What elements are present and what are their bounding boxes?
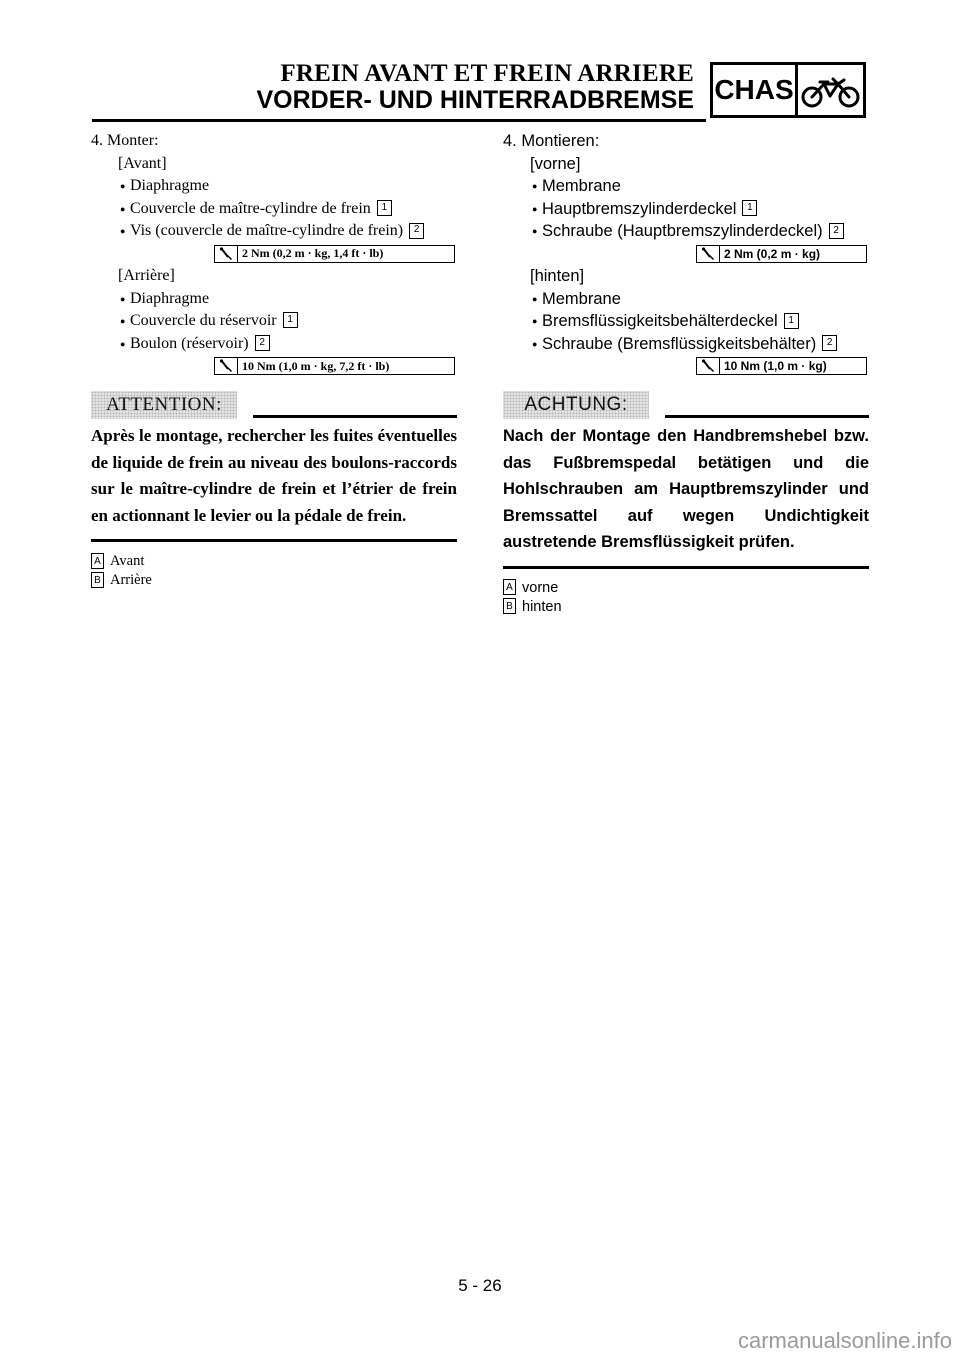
watermark: carmanualsonline.info: [737, 1328, 952, 1353]
list-item: Vis (couvercle de maître-cylindre de fre…: [91, 220, 457, 243]
warning-label: ATTENTION:: [91, 391, 237, 420]
warning-text: Après le montage, rechercher les fuites …: [91, 426, 457, 525]
wrench-icon: [697, 245, 720, 262]
section-label: CHAS: [713, 65, 798, 115]
list-item: Membrane: [503, 288, 869, 311]
callout-number: 2: [822, 335, 838, 352]
callout-number: 2: [409, 222, 425, 239]
warning-end-rule: [91, 539, 457, 543]
column-german: 4. Montieren: [vorne] Membrane Hauptbrem…: [503, 130, 869, 617]
torque-value: 2 Nm (0,2 m · kg): [724, 246, 821, 261]
callout-number: 2: [828, 223, 844, 240]
step-title: 4. Montieren:: [503, 132, 600, 150]
warning-header: ATTENTION:: [91, 383, 457, 421]
header-title-fr: FREIN AVANT ET FREIN ARRIERE: [280, 60, 694, 87]
callout-number: 1: [783, 312, 799, 329]
list-item: Diaphragme: [91, 288, 457, 311]
rear-label: [hinten]: [530, 266, 585, 285]
page-number: 5 - 26: [458, 1276, 502, 1295]
torque-spec: 10 Nm (1,0 m · kg, 7,2 ft · lb): [214, 357, 455, 376]
warning-label: ACHTUNG:: [503, 391, 649, 420]
torque-value: 2 Nm (0,2 m · kg, 1,4 ft · lb): [242, 246, 384, 261]
callout-number: 1: [282, 312, 298, 329]
torque-value: 10 Nm (1,0 m · kg, 7,2 ft · lb): [242, 358, 390, 373]
wrench-icon: [215, 245, 238, 262]
list-item: Schraube (Hauptbremszylinderdeckel)2: [503, 220, 869, 243]
warning-header: ACHTUNG:: [503, 383, 869, 421]
torque-spec: 2 Nm (0,2 m · kg): [696, 244, 867, 263]
torque-value: 10 Nm (1,0 m · kg): [724, 359, 827, 374]
header-title-de: VORDER- UND HINTERRADBREMSE: [256, 86, 694, 114]
warning-text: Nach der Montage den Handbremshebel bzw.…: [503, 427, 869, 552]
list-item: Schraube (Bremsflüssigkeitsbehälter)2: [503, 333, 869, 356]
callout-number: 1: [376, 200, 392, 217]
rear-label: [Arrière]: [118, 266, 175, 284]
callout-number: 1: [742, 200, 758, 217]
motorcycle-icon: [798, 65, 863, 115]
front-label: [Avant]: [118, 154, 167, 172]
step-title: 4. Monter:: [91, 132, 159, 149]
section-badge: CHAS: [710, 62, 866, 118]
list-item: Diaphragme: [91, 175, 457, 198]
torque-spec: 2 Nm (0,2 m · kg, 1,4 ft · lb): [214, 244, 455, 263]
warning-rule: [253, 415, 457, 419]
torque-spec: 10 Nm (1,0 m · kg): [696, 357, 867, 376]
list-item: Membrane: [503, 175, 869, 198]
front-label: [vorne]: [530, 154, 581, 173]
callout-number: 2: [254, 335, 270, 352]
warning-end-rule: [503, 565, 869, 569]
header-rule: [92, 119, 706, 122]
wrench-icon: [215, 358, 238, 375]
warning-rule: [665, 415, 869, 419]
list-item: Boulon (réservoir)2: [91, 333, 457, 356]
column-french: 4. Monter: [Avant] Diaphragme Couvercle …: [91, 130, 457, 590]
wrench-icon: [697, 358, 720, 375]
